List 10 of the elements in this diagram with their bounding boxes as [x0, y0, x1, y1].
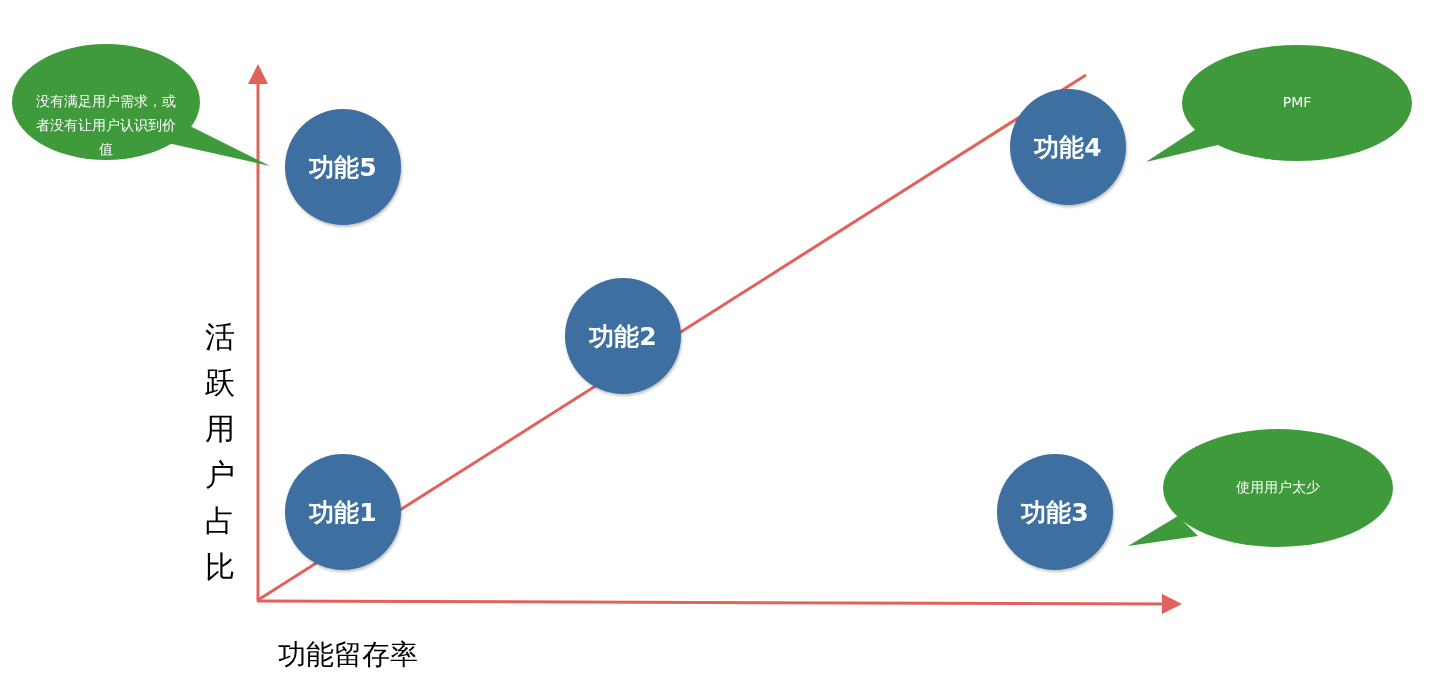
bubble-text: PMF [1281, 93, 1313, 112]
x-axis-title: 功能留存率 [278, 637, 418, 673]
bubble-text: 使用用户太少 [1235, 478, 1321, 497]
feature-circle: 功能3 [997, 454, 1113, 570]
feature-circle: 功能5 [285, 109, 401, 225]
feature-circle: 功能4 [1010, 89, 1126, 205]
bubble-text: 没有满足用户需求，或者没有让用户认识到价值 [35, 92, 177, 159]
feature-circle: 功能2 [565, 278, 681, 394]
feature-circle: 功能1 [285, 454, 401, 570]
y-axis-title: 活跃用户占比 [204, 318, 236, 586]
